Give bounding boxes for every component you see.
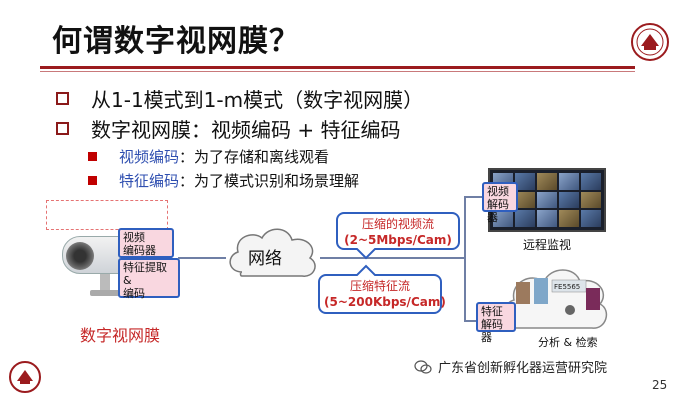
video-encoder-label: 视频 编码器 (123, 231, 156, 257)
bullet-box-icon (56, 92, 69, 105)
bullet-1-text: 从1-1模式到1-m模式（数字视网膜） (91, 88, 424, 112)
video-decoder-label: 视频 解码器 (487, 185, 509, 224)
bullet-2-text: 数字视网膜：视频编码 + 特征编码 (91, 118, 401, 142)
slide-title: 何谓数字视网膜？ (52, 24, 300, 59)
sub-bullet-1-key: 视频编码 (119, 148, 180, 166)
network-cloud-icon (229, 228, 316, 277)
watermark: 广东省创新孵化器运营研究院 (414, 357, 607, 376)
watermark-text: 广东省创新孵化器运营研究院 (438, 361, 608, 376)
feature-encoder-label: 特征提取 & 编码 (123, 261, 167, 300)
camera-label: 数字视网膜 (80, 326, 161, 345)
monitor-wall-image (488, 168, 606, 232)
remote-monitor-label: 远程监视 (523, 238, 572, 252)
sub-bullet-1: 视频编码 ：为了存储和离线观看 (88, 146, 329, 167)
placeholder-dashed-box (46, 200, 168, 230)
sub-bullet-2-value: ：为了模式识别和场景理解 (179, 172, 360, 190)
bullet-box-icon (56, 122, 69, 135)
network-trunk-link (320, 257, 466, 259)
video-stream-title: 压缩的视频流 (361, 217, 434, 231)
university-seal-logo (631, 23, 669, 61)
callout-pointer-down (356, 248, 376, 260)
feature-stream-callout: 压缩特征流 (5~200Kbps/Cam) (318, 274, 446, 314)
bullet-1: 从1-1模式到1-m模式（数字视网膜） (56, 84, 423, 113)
video-decoder-chip: 视频 解码器 (482, 182, 518, 224)
sub-bullet-1-value: ：为了存储和离线观看 (179, 148, 330, 166)
red-square-icon (88, 176, 97, 185)
sub-bullet-2: 特征编码 ：为了模式识别和场景理解 (88, 170, 359, 191)
camera-mount (100, 272, 110, 292)
analysis-label: 分析 & 检索 (538, 336, 598, 349)
trunk-vertical-line (464, 196, 466, 322)
camera-lens-icon (66, 242, 94, 270)
camera-network-link (178, 257, 226, 259)
bullet-2: 数字视网膜：视频编码 + 特征编码 (56, 114, 400, 143)
camera-base (90, 290, 122, 296)
red-square-icon (88, 152, 97, 161)
analysis-cloud-icon: FE5565 (503, 269, 608, 329)
feature-stream-title: 压缩特征流 (349, 279, 410, 293)
analysis-plate-tag: FE5565 (554, 283, 580, 291)
university-seal-logo-small (9, 361, 41, 393)
network-label: 网络 (248, 249, 282, 269)
trunk-to-video-decoder (464, 196, 484, 198)
callout-pointer-up (356, 264, 376, 276)
title-divider-thin (40, 71, 635, 72)
video-stream-rate: (2~5Mbps/Cam) (344, 233, 452, 247)
page-number: 25 (652, 378, 668, 392)
feature-stream-rate: (5~200Kbps/Cam) (324, 295, 446, 309)
feature-decoder-chip: 特征 解码器 (476, 302, 516, 344)
trunk-to-feature-decoder (464, 320, 478, 322)
video-stream-callout: 压缩的视频流 (2~5Mbps/Cam) (336, 212, 460, 250)
feature-encoder-chip: 特征提取 & 编码 (118, 258, 180, 300)
title-divider (40, 66, 635, 69)
sub-bullet-2-key: 特征编码 (119, 172, 180, 190)
feature-decoder-label: 特征 解码器 (481, 305, 503, 344)
wechat-icon (414, 359, 432, 374)
video-encoder-chip: 视频 编码器 (118, 228, 174, 258)
